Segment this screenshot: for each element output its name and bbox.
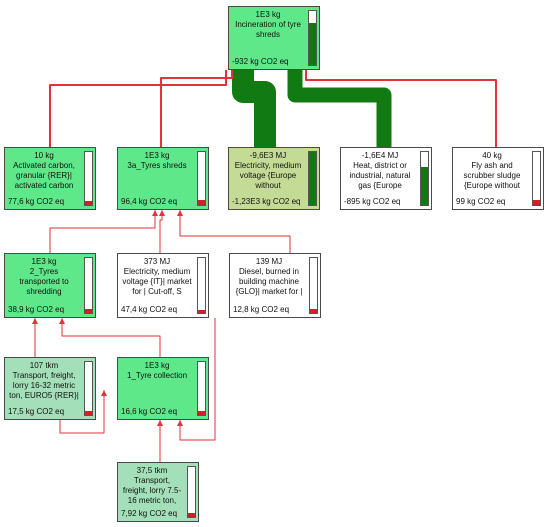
node-indicator-bar [532,151,541,206]
indicator-fill [198,199,205,205]
node-impact-value: 12,8 kg CO2 eq [233,305,290,314]
node-impact-value: 17,5 kg CO2 eq [8,407,65,416]
node-indicator-bar [308,151,317,206]
node-indicator-bar [84,151,93,206]
link-electricity-it-to-shreds [159,210,163,253]
node-name: Electricity, medium voltage {IT}| market… [122,267,192,296]
indicator-fill [309,152,316,205]
arrow-transport7 [157,420,163,426]
node-incineration[interactable]: 1E3 kg Incineration of tyre shreds -932 … [228,6,320,70]
node-amount: 37,5 tkm [136,466,168,475]
node-name: Electricity, medium voltage {Europe with… [234,161,302,190]
node-indicator-bar [187,466,196,518]
link-diesel-to-collection [179,318,216,441]
link-diesel-to-shreds [179,210,291,253]
indicator-fill [188,513,195,517]
node-tyres-shreds[interactable]: 1E3 kg 3a_Tyres shreds 96,4 kg CO2 eq [117,147,209,210]
node-impact-value: -895 kg CO2 eq [344,197,401,206]
node-indicator-bar [84,361,93,416]
link-activated-carbon-to-incineration [49,70,227,147]
node-name: 2_Tyres transported to shredding [19,267,69,296]
node-amount: 1E3 kg [31,257,57,266]
node-amount: 107 tkm [29,361,59,370]
link-heat-to-incineration [287,70,392,147]
node-amount: 1E3 kg [255,10,281,19]
arrow-electricity-it [159,210,165,216]
link-tyres-shreds-to-incineration [160,70,233,147]
node-name: Diesel, burned in building machine {GLO}… [235,267,303,296]
node-fly-ash[interactable]: 40 kg Fly ash and scrubber sludge {Europ… [452,147,544,210]
node-impact-value: 47,4 kg CO2 eq [121,305,178,314]
node-impact-value: 7,92 kg CO2 eq [121,509,178,518]
node-transport-16-32[interactable]: 107 tkm Transport, freight, lorry 16-32 … [4,357,96,420]
indicator-fill [198,310,205,313]
node-impact-value: 38,9 kg CO2 eq [8,305,65,314]
node-amount: 10 kg [34,151,54,160]
link-electricity-to-incineration [232,70,276,147]
indicator-fill [421,166,428,205]
indicator-fill [85,309,92,313]
node-diesel[interactable]: 139 MJ Diesel, burned in building machin… [229,253,321,318]
link-transport16-to-collection [59,390,105,434]
node-name: Fly ash and scrubber sludge {Europe with… [463,161,521,190]
arrow-tyres-shreds [152,210,158,216]
arrow-transport16-collection [101,390,107,396]
node-name: Transport, freight, lorry 16-32 metric t… [9,371,79,400]
node-activated-carbon[interactable]: 10 kg Activated carbon, granular {RER}| … [4,147,96,210]
indicator-fill [85,200,92,205]
node-indicator-bar [84,257,93,314]
node-name: 1_Tyre collection [126,371,188,380]
node-heat-district[interactable]: -1,6E4 MJ Heat, district or industrial, … [340,147,432,210]
indicator-fill [85,411,92,415]
node-indicator-bar [197,361,206,416]
indicator-fill [309,22,316,65]
node-name: Heat, district or industrial, natural ga… [349,161,411,190]
node-indicator-bar [308,10,317,66]
node-electricity-it[interactable]: 373 MJ Electricity, medium voltage {IT}|… [117,253,209,318]
node-indicator-bar [309,257,318,314]
node-name: Transport, freight, lorry 7.5-16 metric … [122,476,182,505]
node-tyre-collection[interactable]: 1E3 kg 1_Tyre collection 16,6 kg CO2 eq [117,357,209,420]
node-name: Incineration of tyre shreds [235,20,301,39]
node-amount: 1E3 kg [144,151,170,160]
link-tyres-transported-to-shreds [49,210,156,253]
node-impact-value: 99 kg CO2 eq [456,197,506,206]
indicator-fill [198,411,205,415]
node-name: 3a_Tyres shreds [127,161,187,170]
link-collection-to-transported [61,318,161,357]
node-indicator-bar [197,257,206,314]
node-amount: -9,6E3 MJ [249,151,287,160]
node-amount: 373 MJ [143,257,171,266]
node-indicator-bar [197,151,206,206]
node-amount: -1,6E4 MJ [361,151,399,160]
node-electricity-medium-europe[interactable]: -9,6E3 MJ Electricity, medium voltage {E… [228,147,320,210]
indicator-fill [310,309,317,313]
link-fly-ash-to-incineration [305,70,497,147]
node-impact-value: 16,6 kg CO2 eq [121,407,178,416]
node-indicator-bar [420,151,429,206]
arrow-diesel-collection [177,420,183,426]
arrow-transport16 [32,318,38,324]
node-impact-value: -932 kg CO2 eq [232,57,289,66]
node-amount: 139 MJ [255,257,283,266]
arrow-collection [59,318,65,324]
node-tyres-transported[interactable]: 1E3 kg 2_Tyres transported to shredding … [4,253,96,318]
node-impact-value: -1,23E3 kg CO2 eq [232,197,301,206]
node-transport-7-16[interactable]: 37,5 tkm Transport, freight, lorry 7.5-1… [117,462,199,522]
node-impact-value: 96,4 kg CO2 eq [121,197,178,206]
node-name: Activated carbon, granular {RER}| activa… [13,161,75,190]
arrow-diesel [177,210,183,216]
node-impact-value: 77,6 kg CO2 eq [8,197,65,206]
node-amount: 40 kg [482,151,502,160]
node-amount: 1E3 kg [144,361,170,370]
indicator-fill [533,199,540,205]
